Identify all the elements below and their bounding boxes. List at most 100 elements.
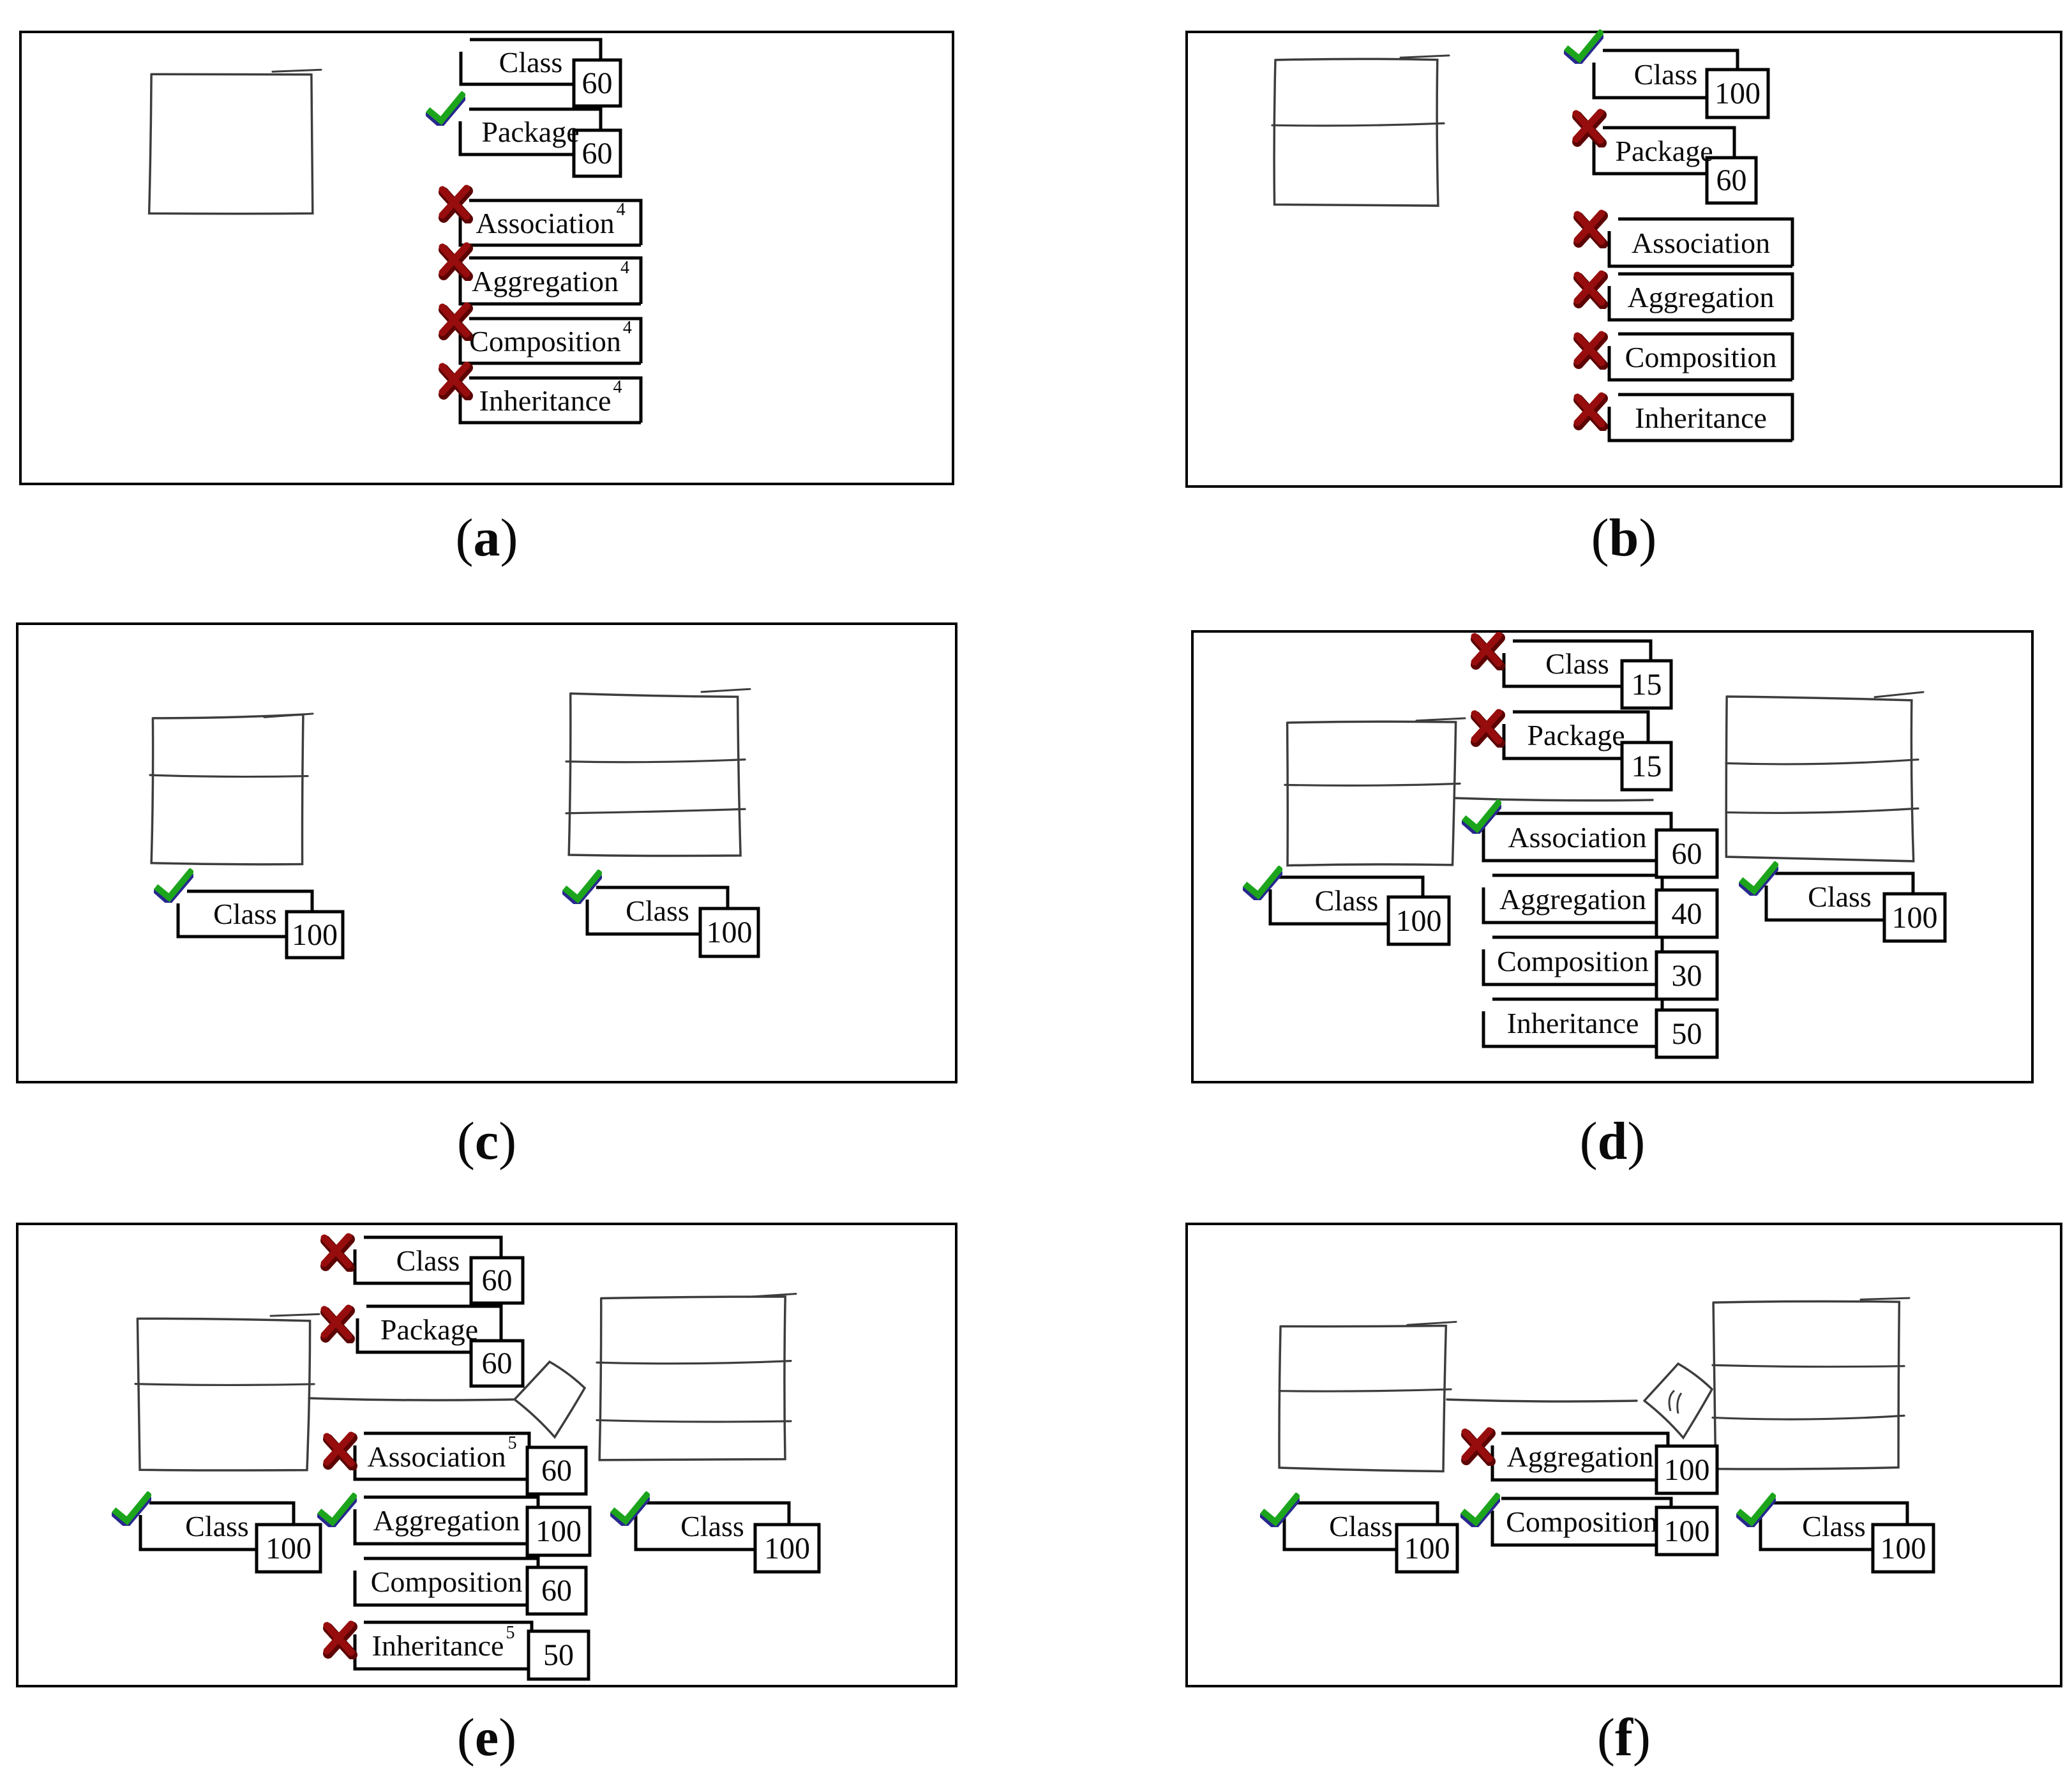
caption-paren: ( (455, 508, 474, 568)
label-box-outline (458, 331, 641, 365)
label-box-outline (1501, 1497, 1673, 1545)
label-box-outline (353, 1445, 529, 1481)
caption-paren: ) (500, 508, 518, 568)
label-box-outline (459, 52, 601, 86)
label-box-outline (585, 900, 728, 936)
panel-caption: (a) (19, 506, 954, 570)
panel-caption: (c) (16, 1110, 957, 1173)
score-box (753, 1523, 821, 1574)
caption-paren: ) (1627, 1112, 1646, 1171)
score-box (1882, 892, 1947, 943)
score-box (1655, 888, 1719, 939)
label-box-outline (1501, 1431, 1670, 1480)
label-box-outline (469, 376, 643, 423)
score-box (525, 1565, 588, 1616)
label-box-outline (1492, 997, 1664, 1046)
class-sketch (1725, 691, 1925, 863)
caption-paren: ( (456, 1112, 475, 1171)
label-box-outline (176, 903, 312, 939)
label-box-outline (364, 1557, 540, 1605)
label-box-outline (1492, 935, 1664, 984)
label-box-outline (1607, 346, 1792, 382)
label-box-outline (1618, 217, 1794, 266)
label-box-outline (469, 317, 643, 363)
class-sketch (149, 713, 314, 866)
label-box-outline (1618, 272, 1794, 320)
label-box-outline (1490, 1511, 1671, 1547)
score-box (469, 1339, 525, 1388)
label-box-outline (1490, 1445, 1668, 1482)
class-sketch (147, 68, 322, 215)
caption-paren: ( (1579, 1112, 1598, 1171)
score-box (1655, 1008, 1719, 1059)
panel-caption: (d) (1191, 1110, 2034, 1173)
label-box-outline (353, 1249, 501, 1285)
diamond-sketch (1643, 1362, 1714, 1440)
class-sketch (1711, 1297, 1911, 1470)
label-box-outline (1492, 873, 1664, 923)
label-box-outline (364, 1620, 534, 1669)
score-box (1620, 659, 1673, 710)
score-box (1705, 68, 1770, 119)
label-box-outline (469, 199, 643, 245)
score-box (525, 1445, 588, 1496)
caption-letter: f (1615, 1708, 1633, 1767)
label-box-outline (353, 1634, 532, 1671)
label-box-outline (1482, 949, 1662, 986)
caption-letter: b (1609, 508, 1639, 568)
caption-paren: ) (1632, 1708, 1651, 1767)
caption-letter: c (474, 1112, 499, 1171)
label-box-outline (364, 1495, 540, 1544)
label-box-outline (353, 1509, 538, 1546)
panel-caption: (b) (1185, 506, 2062, 570)
score-box (1386, 895, 1451, 946)
class-sketch (1278, 1320, 1457, 1473)
caption-letter: e (474, 1708, 499, 1767)
label-box-outline (458, 121, 601, 156)
score-box (527, 1629, 590, 1681)
score-box (1655, 950, 1719, 1001)
caption-paren: ( (1597, 1708, 1615, 1767)
caption-paren: ) (499, 1112, 517, 1171)
score-box (525, 1505, 592, 1557)
label-box-outline (458, 270, 641, 306)
caption-letter: d (1597, 1112, 1628, 1171)
caption-paren: ( (456, 1708, 475, 1767)
class-sketch (565, 688, 751, 857)
label-box-outline (1618, 393, 1794, 441)
label-box-outline (364, 1431, 531, 1479)
class-sketch (134, 1313, 320, 1472)
caption-paren: ( (1591, 508, 1609, 568)
relation-line-sketch (1453, 797, 1654, 802)
label-box-outline (1482, 1011, 1662, 1048)
score-box (1395, 1523, 1459, 1574)
caption-paren: ) (499, 1708, 517, 1767)
class-sketch (596, 1292, 797, 1461)
caption-paren: ) (1639, 508, 1657, 568)
score-box (285, 910, 345, 960)
label-box-outline (1607, 407, 1792, 442)
label-box-outline (353, 1571, 538, 1607)
label-box-outline (1592, 140, 1734, 176)
label-box-outline (458, 390, 641, 425)
score-box (469, 1256, 525, 1305)
label-box-outline (1492, 811, 1673, 861)
label-box-outline (1607, 286, 1792, 322)
score-box (1705, 156, 1758, 205)
diamond-sketch (513, 1360, 587, 1439)
relation-line-sketch (1446, 1398, 1638, 1403)
label-box-outline (1607, 231, 1792, 268)
score-box (698, 907, 760, 958)
label-box-outline (366, 1304, 503, 1352)
relation-line-sketch (308, 1397, 514, 1401)
score-box (1655, 1444, 1719, 1495)
class-sketch (1284, 717, 1466, 867)
score-box (1655, 828, 1719, 879)
